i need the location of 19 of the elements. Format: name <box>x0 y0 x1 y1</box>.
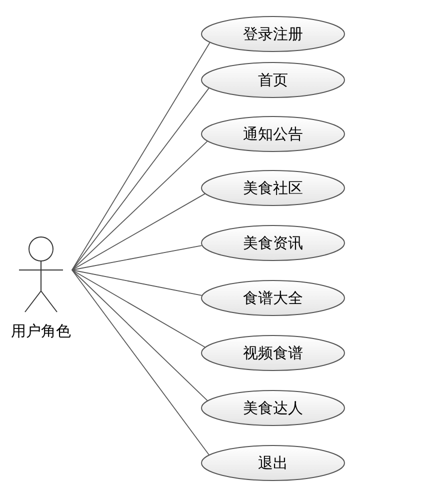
association-line <box>72 270 206 348</box>
association-line <box>72 245 202 270</box>
use-case-label: 食谱大全 <box>243 288 303 309</box>
association-line <box>72 88 210 270</box>
association-line <box>72 42 210 270</box>
actor-label: 用户角色 <box>11 322 71 341</box>
use-case-label: 美食社区 <box>243 178 303 199</box>
use-case-label: 登录注册 <box>243 24 303 45</box>
use-case-label: 通知公告 <box>243 124 303 145</box>
use-case-label: 退出 <box>258 452 288 474</box>
association-line <box>72 140 208 270</box>
use-case-label: 首页 <box>258 70 288 91</box>
use-case-label: 美食资讯 <box>243 232 303 254</box>
use-case-label: 视频食谱 <box>243 342 303 364</box>
association-line <box>72 270 208 402</box>
association-line <box>72 270 210 456</box>
association-line <box>72 193 206 270</box>
association-line <box>72 270 202 296</box>
use-case-label: 美食达人 <box>243 398 303 419</box>
